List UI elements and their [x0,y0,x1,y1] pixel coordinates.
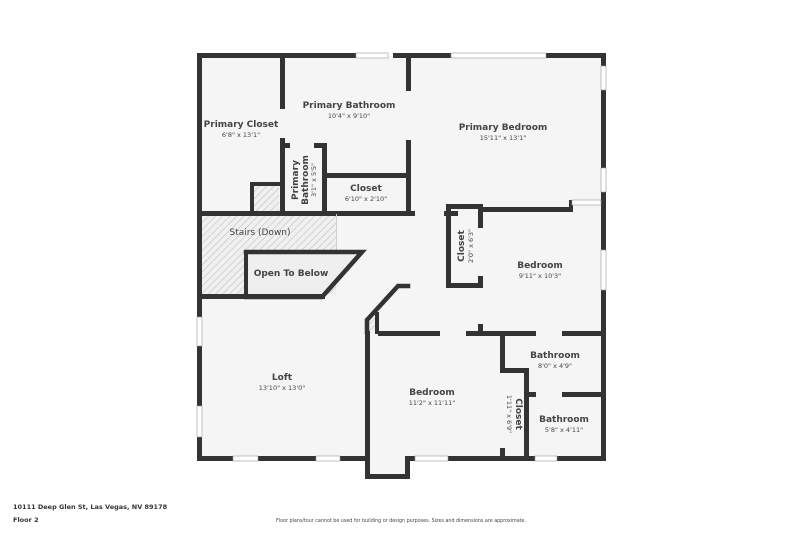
disclaimer: Floor plans/tour cannot be used for buil… [276,519,527,524]
room-primary-bathroom-small: Primary Bathroom 3'1" x 5'5" [291,155,318,205]
room-dimensions: 6'10" x 2'10" [345,195,387,203]
room-dimensions: 2'0" x 6'3" [467,229,475,263]
room-closet-top: Closet 6'10" x 2'10" [345,184,387,203]
open-to-below-area [246,252,362,297]
room-name-line1: Primary [291,160,301,200]
room-name-line2: Bathroom [301,155,311,205]
room-bathroom-lower: Bathroom 5'8" x 4'11" [539,415,589,434]
room-dimensions: 3'1" x 5'5" [310,163,318,197]
room-name: Bedroom [517,261,563,271]
room-name: Open To Below [254,269,329,279]
room-primary-bedroom: Primary Bedroom 15'11" x 13'1" [459,123,548,142]
room-closet-mid: Closet 2'0" x 6'3" [457,229,475,263]
room-name: Closet [513,398,523,430]
room-dimensions: 10'4" x 9'10" [328,112,370,120]
diagonal-walls [243,249,411,335]
room-name: Bathroom [530,351,580,361]
room-name: Closet [350,184,382,194]
windows [196,52,607,462]
room-dimensions: 9'11" x 10'3" [519,272,561,280]
chase-hatch [253,185,279,211]
room-name: Bedroom [409,388,455,398]
room-dimensions: 1'11" x 6'9" [505,395,513,433]
room-bedroom-right: Bedroom 9'11" x 10'3" [517,261,563,280]
room-stairs: Stairs (Down) [229,228,290,238]
property-address: 10111 Deep Glen St, Las Vegas, NV 89178 [13,503,168,511]
room-open-to-below: Open To Below [254,269,329,279]
room-primary-bathroom: Primary Bathroom 10'4" x 9'10" [303,101,396,120]
room-name: Closet [457,229,467,261]
room-name: Primary Bathroom [303,101,396,111]
room-name: Primary Bedroom [459,123,548,133]
room-dimensions: 8'0" x 4'9" [538,362,572,370]
room-name: Bathroom [539,415,589,425]
room-primary-closet: Primary Closet 6'8" x 13'1" [204,120,279,139]
room-name: Primary Closet [204,120,279,130]
room-dimensions: 13'10" x 13'0" [259,384,305,392]
room-closet-bottom: Closet 1'11" x 6'9" [505,395,523,433]
room-loft: Loft 13'10" x 13'0" [259,373,305,392]
room-dimensions: 11'2" x 11'11" [409,399,455,407]
room-dimensions: 6'8" x 13'1" [222,131,260,139]
room-bedroom-bottom: Bedroom 11'2" x 11'11" [409,388,455,407]
room-dimensions: 5'8" x 4'11" [545,426,583,434]
floor-label: Floor 2 [13,516,39,524]
room-bathroom-upper: Bathroom 8'0" x 4'9" [530,351,580,370]
room-name: Loft [272,373,293,383]
room-dimensions: 15'11" x 13'1" [480,134,526,142]
room-name: Stairs (Down) [229,228,290,238]
